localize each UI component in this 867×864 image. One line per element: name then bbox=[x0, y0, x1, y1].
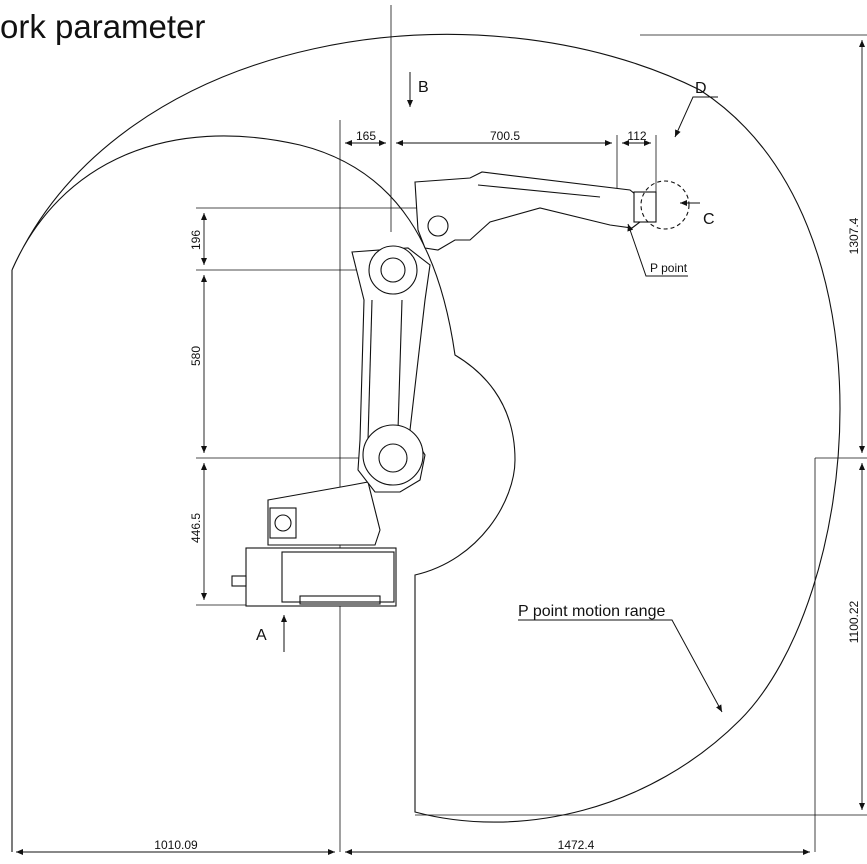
dim-700-5: 700.5 bbox=[490, 129, 520, 143]
robot-base-foot bbox=[299, 595, 381, 605]
robot-joint-4 bbox=[427, 215, 449, 237]
robot-lower-arm-rib-2 bbox=[397, 299, 403, 431]
dim-112: 112 bbox=[627, 129, 646, 143]
dim-1307-4: 1307.4 bbox=[847, 217, 861, 254]
robot-wrist bbox=[633, 191, 657, 223]
robot-tool-circle bbox=[640, 180, 690, 230]
view-label-c: C bbox=[703, 211, 715, 228]
robot-motor-icon bbox=[274, 514, 292, 532]
dimension-lines bbox=[16, 40, 865, 855]
motion-range-envelope bbox=[11, 33, 841, 852]
robot-turret bbox=[267, 481, 381, 546]
leader-d bbox=[674, 96, 718, 138]
leader-motion-range bbox=[518, 619, 723, 713]
robot-motor-box bbox=[269, 507, 297, 539]
robot-base-panel bbox=[281, 551, 395, 603]
dim-446-5: 446.5 bbox=[189, 513, 203, 543]
robot-base bbox=[245, 547, 397, 607]
view-labels: B A C D bbox=[256, 79, 715, 644]
dim-1472-4: 1472.4 bbox=[558, 838, 595, 852]
robot-upper-arm bbox=[414, 171, 641, 251]
robot-joint-2 bbox=[362, 424, 424, 486]
p-point-label: P point bbox=[650, 261, 688, 275]
dim-580: 580 bbox=[189, 346, 203, 366]
leader-p-point bbox=[627, 223, 688, 277]
robot-joint-3-inner bbox=[380, 257, 406, 283]
robot-joint-2-inner bbox=[378, 443, 408, 473]
robot-arm bbox=[231, 171, 690, 607]
dimension-texts: 165 700.5 112 196 580 446.5 1307.4 1100.… bbox=[154, 129, 861, 852]
dim-165: 165 bbox=[356, 129, 376, 143]
robot-base-connector bbox=[231, 575, 247, 587]
robot-upper-arm-rib bbox=[477, 184, 601, 198]
dim-1100-22: 1100.22 bbox=[847, 600, 861, 643]
view-arrows bbox=[281, 72, 723, 713]
view-label-a: A bbox=[256, 627, 267, 644]
robot-joint-3 bbox=[368, 245, 418, 295]
reference-lines bbox=[196, 5, 867, 852]
dim-196: 196 bbox=[189, 230, 203, 250]
robot-lower-arm-rib bbox=[367, 299, 373, 441]
view-label-b: B bbox=[418, 79, 429, 96]
view-label-d: D bbox=[695, 80, 707, 97]
motion-range-label: P point motion range bbox=[518, 603, 665, 620]
page-title: ork parameter bbox=[0, 8, 206, 45]
dim-1010-09: 1010.09 bbox=[154, 838, 198, 852]
